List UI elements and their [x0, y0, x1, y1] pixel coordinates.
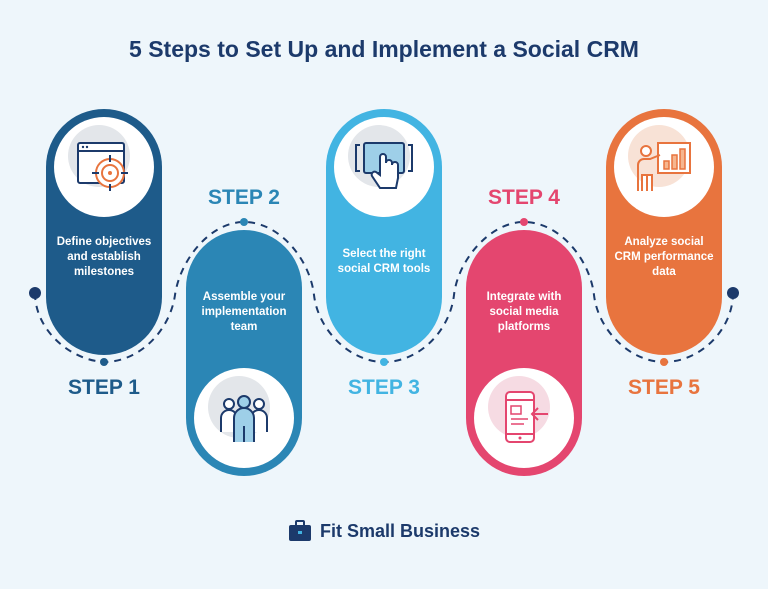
step-3-icon-ring	[334, 117, 434, 217]
step-3-description: Select the right social CRM tools	[337, 248, 431, 275]
step-4-label: STEP 4	[488, 186, 560, 209]
step-5-card: Analyze social CRM performance data	[606, 109, 722, 355]
target-browser-icon	[77, 142, 128, 191]
step-4-card: Integrate with social media platforms	[466, 230, 582, 476]
step-1-card: Define objectives and establish mileston…	[46, 109, 162, 355]
presentation-chart-icon	[637, 142, 691, 191]
brand-logo: Fit Small Business	[288, 520, 480, 542]
mobile-integration-icon	[505, 391, 548, 443]
step-5-label: STEP 5	[628, 376, 700, 399]
step-2-description: Assemble your implementation team	[201, 291, 287, 333]
step-1-description: Define objectives and establish mileston…	[56, 236, 152, 278]
touch-screen-icon	[355, 142, 413, 189]
step-1-label: STEP 1	[68, 376, 140, 399]
page-title: 5 Steps to Set Up and Implement a Social…	[129, 36, 639, 62]
team-icon	[220, 395, 268, 442]
step-2-card: Assemble your implementation team	[186, 230, 302, 476]
step-4-icon-ring	[474, 368, 574, 468]
briefcase-icon	[289, 520, 311, 541]
brand-name: Fit Small Business	[320, 520, 481, 541]
step-5-description: Analyze social CRM performance data	[614, 236, 714, 278]
step-3-card: Select the right social CRM tools	[326, 109, 442, 355]
step-2-icon-ring	[194, 368, 294, 468]
step-3-label: STEP 3	[348, 376, 420, 399]
step-2-label: STEP 2	[208, 186, 280, 209]
step-5-icon-ring	[614, 117, 714, 217]
step-1-icon-ring	[54, 117, 154, 217]
step-4-description: Integrate with social media platforms	[486, 291, 562, 333]
